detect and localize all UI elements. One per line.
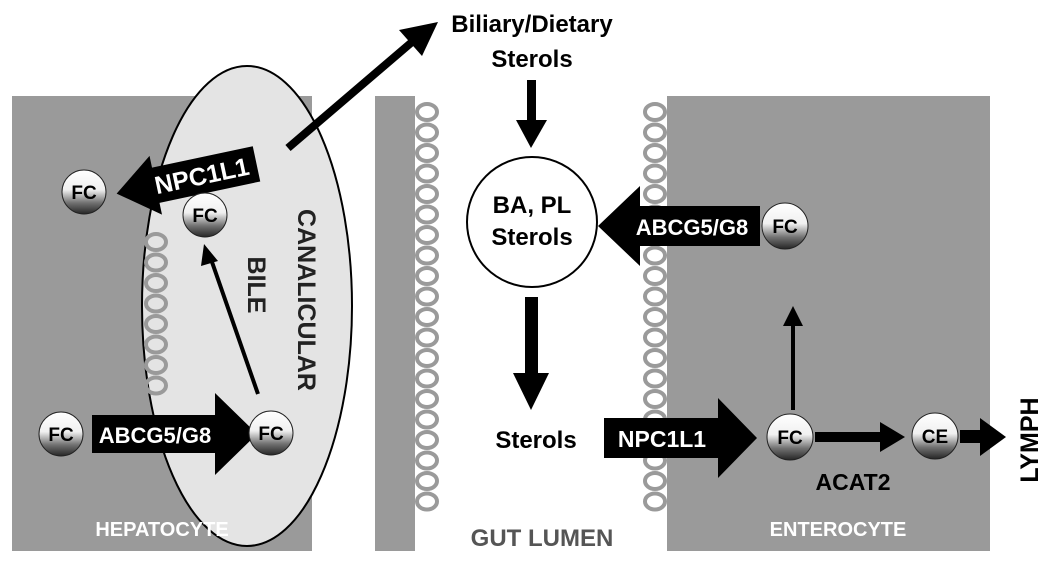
fc-molecule: FC — [761, 202, 809, 250]
fc-label: FC — [71, 183, 97, 204]
microvillus — [415, 266, 439, 286]
microvillus — [643, 471, 667, 491]
lumen-sterols-label: Sterols — [495, 427, 576, 454]
microvillus — [415, 491, 439, 512]
microvillus — [415, 245, 439, 266]
microvillus — [415, 450, 439, 471]
microvillus — [144, 355, 168, 375]
biliary-dietary-label: Biliary/Dietary — [451, 11, 613, 38]
canalicular-label: CANALICULAR — [292, 209, 320, 391]
fc-label: FC — [48, 425, 74, 446]
ent-abcg5g8-arrow: ABCG5/G8 — [598, 186, 760, 266]
microvillus — [415, 184, 439, 204]
microvillus — [415, 368, 439, 389]
biliary-sterols-label: Sterols — [491, 46, 572, 73]
microvillus — [643, 307, 667, 327]
hep-abcg5g8-arrow: ABCG5/G8 — [92, 393, 257, 475]
arrow-to-micelle — [516, 80, 547, 148]
microvillus — [415, 122, 439, 143]
ent-npc1l1-label: NPC1L1 — [618, 426, 706, 452]
microvillus — [415, 307, 439, 327]
hepatocyte-label: HEPATOCYTE — [95, 519, 228, 541]
arrow-to-lumen-sterols — [513, 297, 549, 410]
microvillus — [415, 348, 439, 368]
lymph-label: LYMPH — [1016, 397, 1044, 482]
gut-lumen-label: GUT LUMEN — [471, 525, 614, 552]
microvillus — [144, 375, 168, 396]
microvillus — [144, 232, 168, 252]
fc-label: FC — [192, 206, 218, 227]
fc-molecule: FC — [61, 169, 107, 215]
microvillus — [144, 314, 168, 334]
microvillus — [643, 491, 667, 512]
microvillus — [415, 163, 439, 184]
microvillus — [643, 348, 667, 368]
bile-internal-arrow — [201, 244, 260, 395]
enterocyte-up-arrow — [783, 306, 803, 410]
ce-label: CE — [922, 427, 948, 448]
microvillus — [415, 225, 439, 245]
fc-molecule: FC — [38, 411, 84, 457]
fc-molecule: FC — [182, 192, 228, 238]
acat2-label: ACAT2 — [816, 469, 891, 495]
microvillus — [144, 293, 168, 314]
lumen-microvilli-left — [415, 102, 439, 512]
microvillus — [643, 102, 667, 122]
microvillus — [144, 252, 168, 273]
microvillus — [643, 122, 667, 143]
microvillus — [643, 245, 667, 266]
microvillus — [643, 327, 667, 348]
microvillus — [415, 286, 439, 307]
fc-label: FC — [258, 424, 284, 445]
fc-to-ce-arrow — [815, 422, 905, 452]
lumen-left-wall — [375, 96, 415, 551]
microvillus — [643, 389, 667, 409]
microvillus — [643, 163, 667, 184]
fc-label: FC — [777, 428, 803, 449]
ce-molecule: CE — [911, 412, 959, 460]
bile-microvilli — [144, 232, 168, 396]
microvillus — [415, 430, 439, 450]
microvillus — [415, 327, 439, 348]
micelle-sterols: Sterols — [491, 224, 572, 251]
fc-molecule: FC — [766, 413, 814, 461]
microvillus — [144, 273, 168, 293]
enterocyte-label: ENTEROCYTE — [770, 519, 907, 541]
microvillus — [643, 368, 667, 389]
micelle-ba-pl: BA, PL — [493, 192, 572, 219]
microvillus — [643, 143, 667, 163]
microvillus — [643, 184, 667, 204]
microvillus — [144, 334, 168, 355]
ce-to-lymph-arrow — [960, 418, 1006, 456]
microvillus — [415, 143, 439, 163]
microvillus — [415, 409, 439, 430]
enterocyte-cell — [667, 96, 990, 551]
microvillus — [643, 286, 667, 307]
hep-abcg5g8-label: ABCG5/G8 — [99, 423, 211, 448]
ent-abcg5g8-label: ABCG5/G8 — [636, 215, 748, 240]
microvillus — [415, 102, 439, 122]
bile-label: BILE — [242, 257, 270, 314]
microvillus — [643, 266, 667, 286]
fc-molecule: FC — [248, 410, 294, 456]
micelle-circle — [466, 156, 598, 288]
ent-npc1l1-arrow: NPC1L1 — [604, 398, 757, 478]
bile-to-lumen-arrow — [285, 22, 438, 152]
microvillus — [415, 204, 439, 225]
microvillus — [415, 471, 439, 491]
microvillus — [415, 389, 439, 409]
fc-label: FC — [772, 217, 798, 238]
